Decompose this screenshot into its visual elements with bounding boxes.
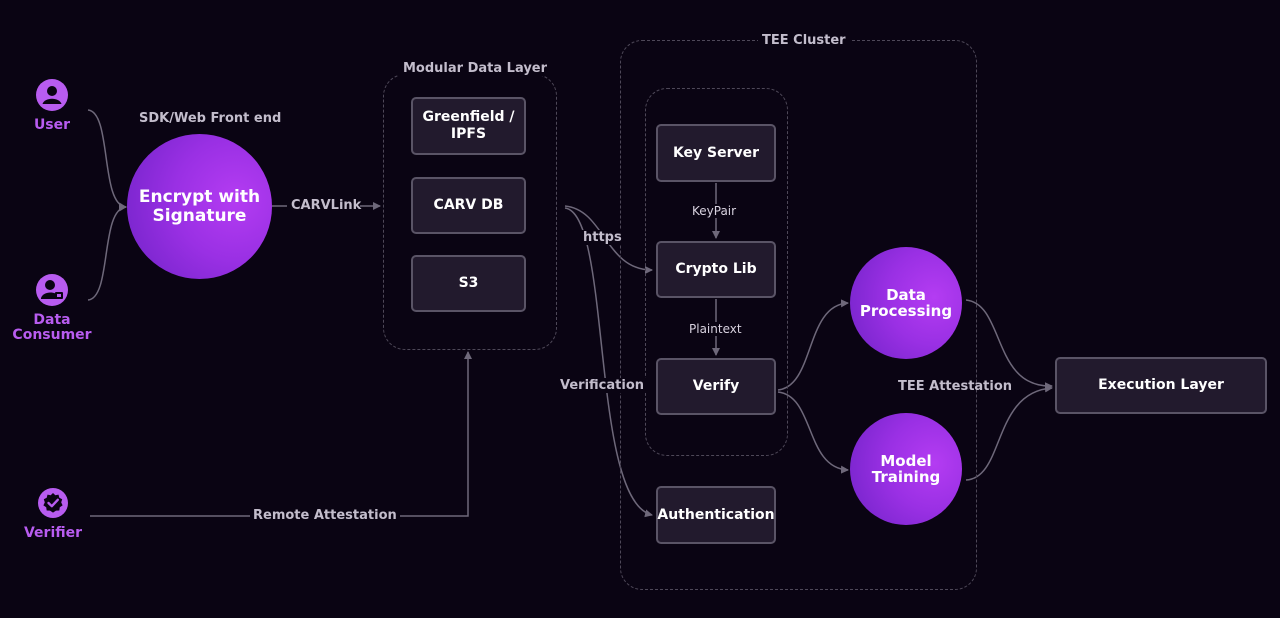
s3-box: S3 — [411, 255, 526, 312]
edge-consumer-to-frontend — [87, 203, 127, 301]
edge-dataprocessing-to-execution — [965, 299, 1053, 391]
data-processing-node: Data Processing — [850, 247, 962, 359]
edge-verify-to-modeltraining — [777, 391, 849, 474]
encrypt-line2: Signature — [152, 205, 247, 226]
edge-modeltraining-to-execution — [965, 384, 1053, 481]
encrypt-with-signature-node: Encrypt with Signature — [127, 134, 272, 279]
plaintext-label: Plaintext — [686, 322, 745, 336]
carv-db-box: CARV DB — [411, 177, 526, 234]
verifier-label: Verifier — [23, 525, 83, 541]
data-processing-line2: Processing — [859, 302, 953, 320]
remote-attestation-label: Remote Attestation — [250, 508, 400, 523]
keypair-label: KeyPair — [689, 204, 740, 218]
data-processing-line1: Data — [886, 286, 926, 304]
carvlink-label: CARVLink — [291, 198, 362, 213]
edge-verify-to-dataprocessing — [777, 299, 849, 391]
crypto-lib-box: Crypto Lib — [656, 241, 776, 298]
https-label: https — [580, 230, 625, 245]
data-consumer-label-line1: Data — [33, 312, 71, 328]
edge-carvdb-to-authentication — [564, 207, 653, 518]
modular-data-layer-title: Modular Data Layer — [399, 61, 552, 76]
model-training-node: Model Training — [850, 413, 962, 525]
execution-layer-box: Execution Layer — [1055, 357, 1267, 414]
data-consumer-label: Data Consumer — [10, 313, 94, 343]
greenfield-line1: Greenfield / — [422, 109, 515, 125]
verified-badge-icon — [38, 488, 68, 518]
verification-label: Verification — [557, 378, 648, 393]
data-consumer-icon — [36, 274, 68, 306]
verify-box: Verify — [656, 358, 776, 415]
greenfield-ipfs-box: Greenfield / IPFS — [411, 97, 526, 155]
model-training-line2: Training — [871, 468, 941, 486]
authentication-box: Authentication — [656, 486, 776, 544]
greenfield-line2: IPFS — [450, 126, 487, 142]
frontend-label: SDK/Web Front end — [139, 111, 282, 126]
edge-verifier-to-datalayer — [90, 351, 472, 517]
user-icon — [36, 79, 68, 111]
model-training-line1: Model — [880, 452, 932, 470]
key-server-box: Key Server — [656, 124, 776, 182]
data-consumer-label-line2: Consumer — [12, 327, 92, 343]
tee-attestation-label: TEE Attestation — [898, 379, 1013, 394]
encrypt-line1: Encrypt with — [138, 186, 261, 207]
edge-user-to-frontend — [87, 109, 127, 211]
tee-inner-group — [645, 88, 788, 456]
user-label: User — [33, 117, 71, 133]
tee-cluster-title: TEE Cluster — [758, 33, 850, 48]
